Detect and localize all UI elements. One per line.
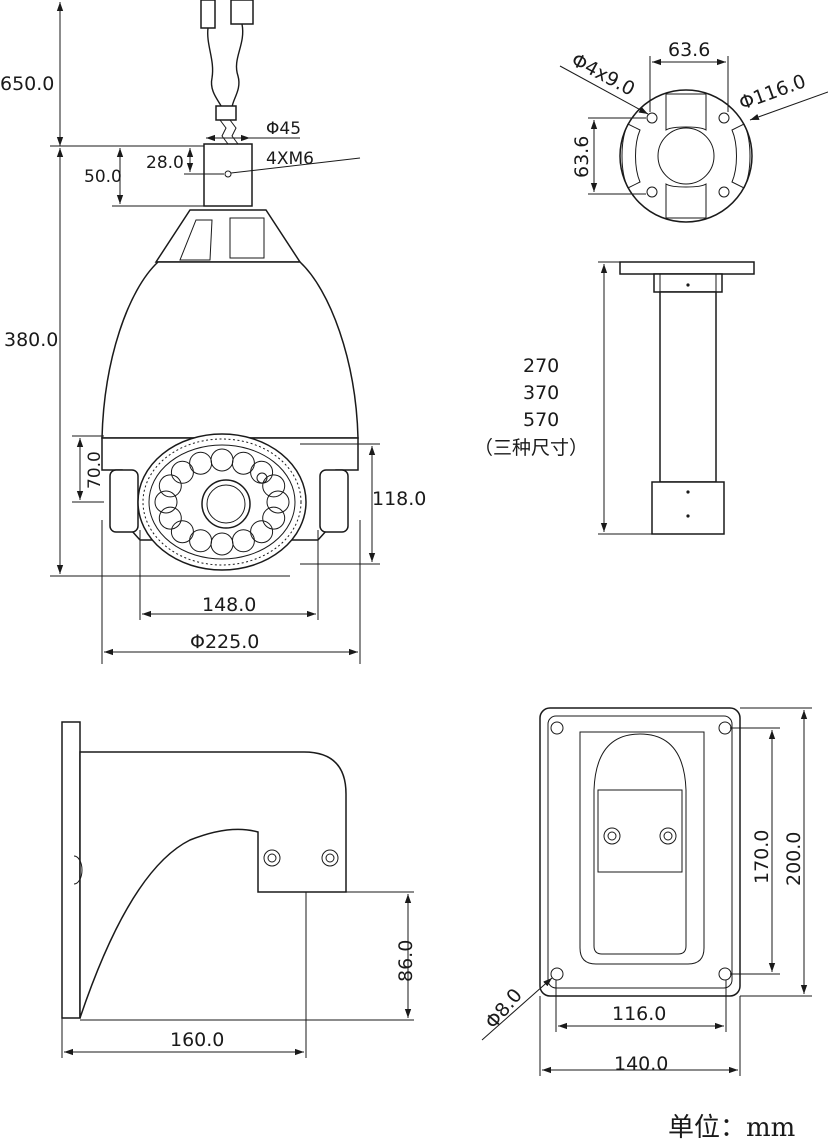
bracket-outer-width-label: 140.0 — [614, 1053, 668, 1075]
ir-led — [262, 506, 286, 530]
ir-led — [266, 490, 290, 514]
pole-sizes-note: （三种尺寸） — [474, 437, 588, 459]
camera-front-view: 650.0 380.0 50.0 28.0 Φ45 4XM6 70.0 118.… — [0, 0, 426, 664]
ir-led — [262, 474, 286, 498]
bracket-height-label: 86.0 — [395, 940, 417, 982]
cable-connectors — [200, 0, 254, 145]
ir-led — [154, 490, 178, 514]
ir-ring-height-label: 118.0 — [372, 488, 426, 510]
pole-collar — [651, 481, 725, 535]
flange-hole-spec-label: Φ4x9.0 — [568, 49, 639, 101]
wall-bracket-side-view: 86.0 160.0 — [61, 721, 417, 1058]
pole-flange — [619, 261, 755, 275]
total-height-label: 380.0 — [4, 329, 58, 351]
ir-ring-width-label: 148.0 — [202, 594, 256, 616]
ir-led — [250, 520, 274, 544]
ir-led — [158, 506, 182, 530]
dome-body — [101, 261, 359, 439]
ir-led — [189, 529, 213, 553]
bracket-depth-label: 160.0 — [170, 1029, 224, 1051]
body-diameter-label: Φ225.0 — [190, 631, 259, 653]
bracket-arm — [79, 751, 347, 1019]
flange-top-view: 63.6 63.6 Φ4x9.0 Φ116.0 — [559, 39, 828, 223]
light-sensor — [256, 472, 268, 484]
bracket-outer-height-label: 200.0 — [783, 832, 805, 886]
lens-window-height-label: 70.0 — [85, 451, 105, 489]
flange-hole-spacing-x-label: 63.6 — [668, 39, 710, 61]
collar — [154, 209, 302, 263]
screw-spec-label: 4XM6 — [266, 149, 314, 169]
cable-length-label: 650.0 — [0, 73, 54, 95]
unit-label: 单位：mm — [668, 1113, 795, 1143]
pole-tube — [659, 291, 717, 483]
flange-diameter-label: Φ116.0 — [736, 70, 809, 114]
mount-tube — [203, 143, 253, 207]
pendant-pole-view: 270 370 570 （三种尺寸） — [474, 261, 755, 535]
wall-bracket-back-view: 200.0 170.0 116.0 140.0 Φ8.0 — [481, 707, 812, 1076]
pole-size-2: 370 — [523, 382, 559, 404]
lens — [201, 479, 251, 529]
hole-offset-label: 28.0 — [146, 153, 184, 173]
ir-led-group — [154, 448, 290, 556]
bracket-hole-spacing-x-label: 116.0 — [612, 1003, 666, 1025]
pole-size-1: 270 — [523, 355, 559, 377]
bracket-hole-diameter-label: Φ8.0 — [481, 984, 527, 1033]
flange-hole-spacing-y-label: 63.6 — [571, 136, 593, 178]
mount-height-label: 50.0 — [84, 167, 122, 187]
bracket-wall-plate — [61, 721, 81, 1019]
pole-size-3: 570 — [523, 409, 559, 431]
bracket-back-plate — [539, 707, 741, 997]
ir-led — [170, 520, 194, 544]
ir-led — [158, 474, 182, 498]
ir-led — [170, 460, 194, 484]
mount-diameter-label: Φ45 — [266, 119, 301, 139]
bracket-hole-spacing-y-label: 170.0 — [751, 830, 773, 884]
ir-led — [231, 451, 255, 475]
